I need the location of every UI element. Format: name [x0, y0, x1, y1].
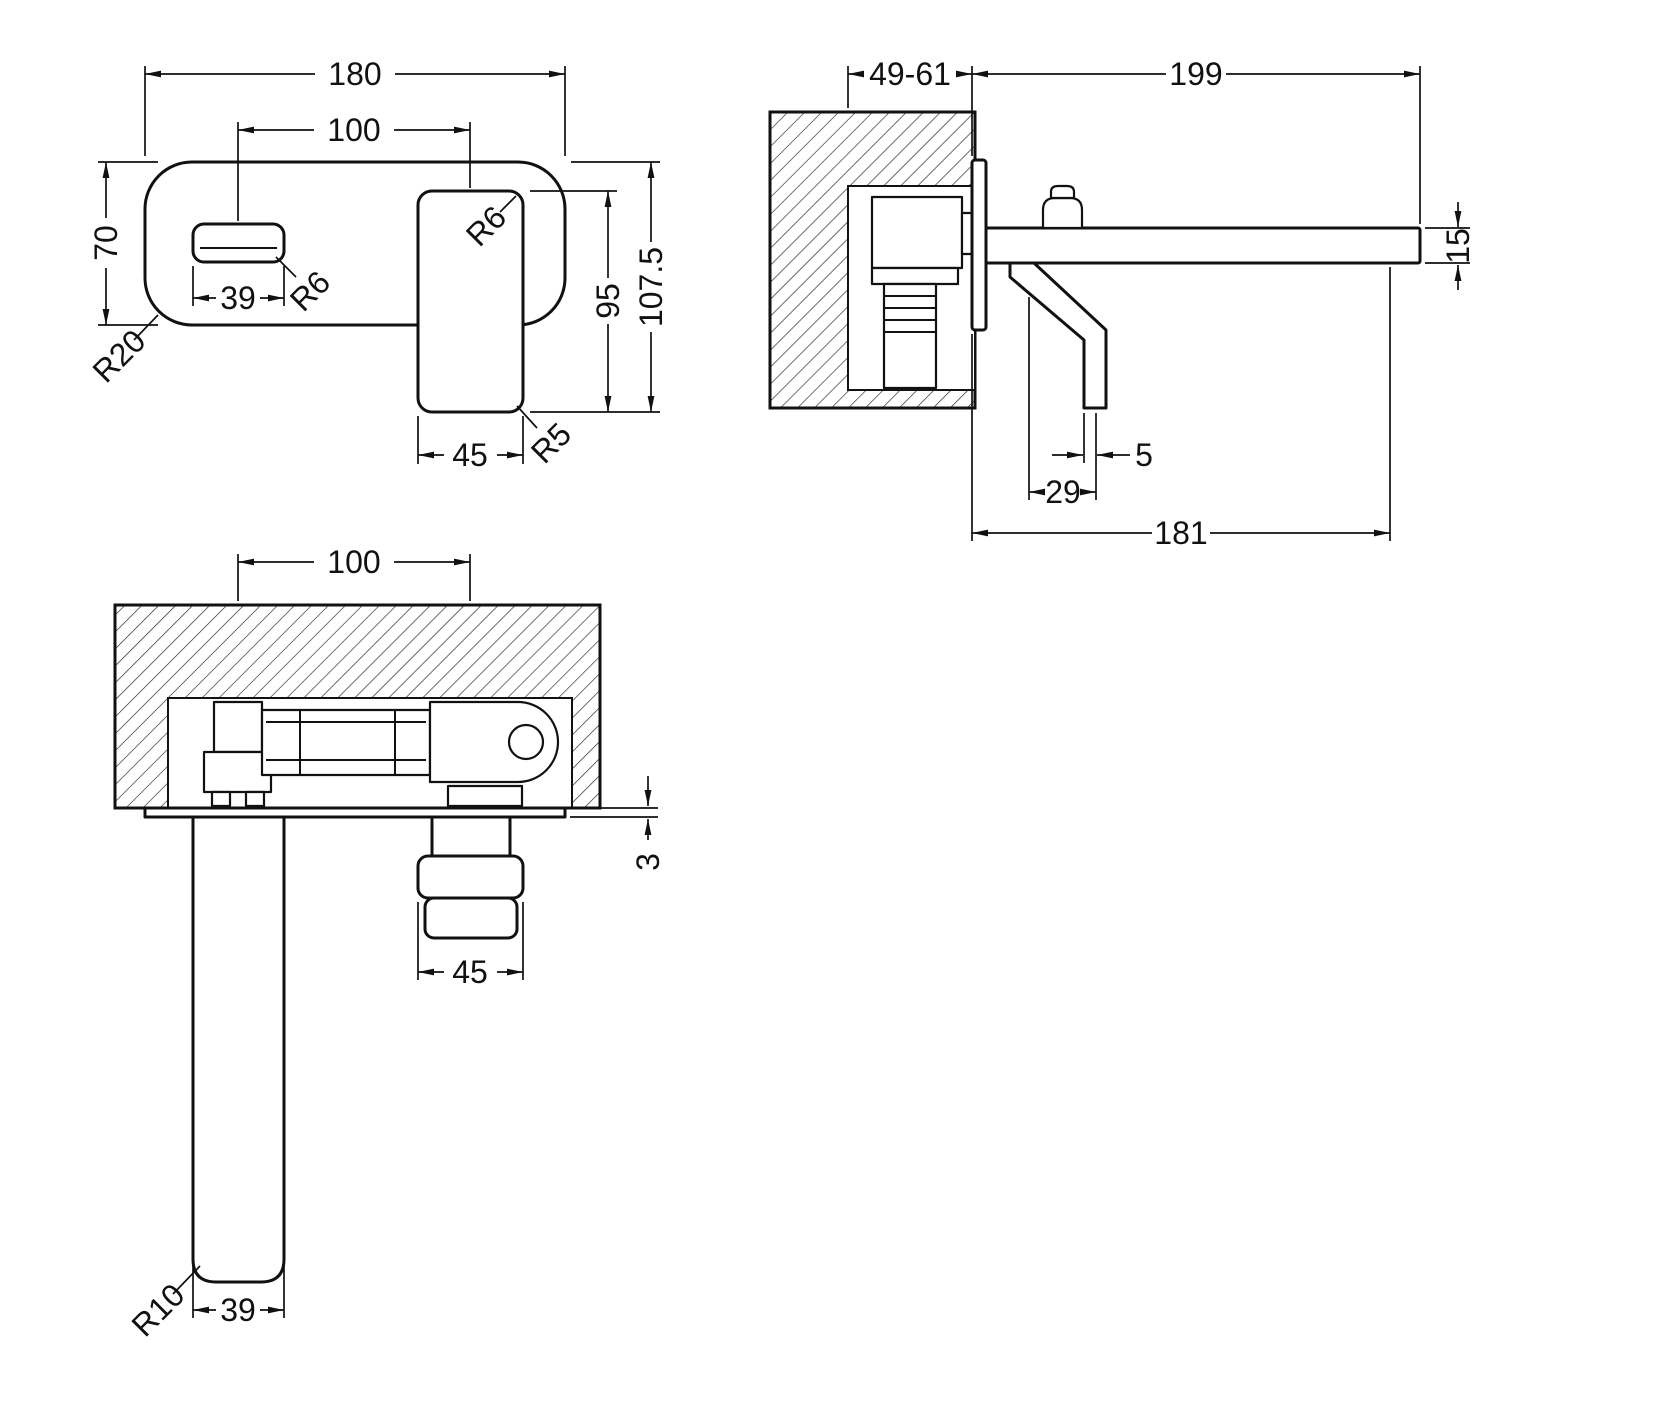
dim-projection: 181 [971, 267, 1391, 551]
front-view: 180 100 70 39 R6 [86, 56, 669, 473]
plate-edge-side [970, 158, 988, 332]
valve-body-plan [202, 700, 560, 808]
radius-label-plate: R20 [86, 314, 159, 390]
dim-label-total-height: 107.5 [633, 247, 669, 327]
handle-pivot-cap [1049, 184, 1076, 200]
dim-label-spout-width-front: 39 [220, 280, 256, 316]
dim-label-spout-width-plan: 39 [220, 1292, 256, 1328]
dim-handle-width-front: 45 [417, 416, 524, 473]
dim-label-spout-length: 199 [1169, 56, 1222, 92]
dim-label-handle-height: 95 [590, 283, 626, 319]
cartridge-stem-circle [507, 723, 545, 761]
dim-front-width: 180 [144, 56, 566, 156]
dim-plan-centers: 100 [237, 544, 471, 601]
handle-pivot-dome [1041, 196, 1084, 230]
dim-label-projection: 181 [1154, 515, 1207, 551]
dim-label-tip-offset: 5 [1135, 437, 1153, 473]
dim-label-handle-width-plan: 45 [452, 954, 488, 990]
dim-label-spout-thickness: 15 [1440, 228, 1476, 264]
dim-plate-thickness: 3 [570, 776, 666, 871]
dim-label-handle-width-front: 45 [452, 437, 488, 473]
dim-label-front-centers: 100 [327, 112, 380, 148]
dim-handle-height: 95 [530, 190, 626, 412]
radius-label-spout-plan: R10 [125, 1265, 201, 1344]
dim-spout-width-front: 39 [192, 266, 285, 316]
dim-total-height: 107.5 [530, 161, 669, 413]
dim-wall-range: 49-61 [847, 56, 973, 156]
wall-cavity-outline [847, 185, 975, 391]
dim-label-handle-radius-bottom: R5 [524, 416, 578, 470]
dim-label-spout-radius-plan: R10 [125, 1277, 192, 1344]
dim-label-handle-offset: 29 [1045, 474, 1081, 510]
spout-opening-outline [191, 222, 286, 264]
handle-plan [416, 815, 525, 940]
dim-spout-width-plan: 39 [192, 1264, 285, 1328]
spout-plan [191, 815, 286, 1284]
dim-label-wall-range: 49-61 [869, 56, 951, 92]
dim-spout-thickness: 15 [1425, 202, 1476, 290]
dim-label-plan-centers: 100 [327, 544, 380, 580]
dim-label-plate-height: 70 [88, 225, 124, 261]
dim-handle-offset: 29 [1028, 297, 1096, 510]
dim-label-front-width: 180 [328, 56, 381, 92]
valve-body-side [870, 195, 976, 390]
dim-label-plate-thickness: 3 [630, 853, 666, 871]
wall-cavity-outline-plan [167, 697, 573, 808]
handle-lever-side [1008, 261, 1108, 410]
plan-view: 100 3 45 39 R10 [113, 544, 666, 1344]
plate-edge-plan [143, 806, 567, 819]
spout-side [984, 226, 1422, 265]
dim-label-plate-radius: R20 [86, 323, 153, 390]
dim-tip-offset: 5 [1052, 413, 1153, 500]
dim-front-centers: 100 [237, 112, 471, 221]
dim-handle-width-plan: 45 [417, 902, 524, 990]
side-view: 49-61 199 15 5 29 [768, 56, 1476, 551]
handle-front-outline [416, 189, 525, 414]
radius-label-handle-bottom: R5 [516, 405, 578, 470]
dim-spout-length: 199 [972, 56, 1421, 224]
